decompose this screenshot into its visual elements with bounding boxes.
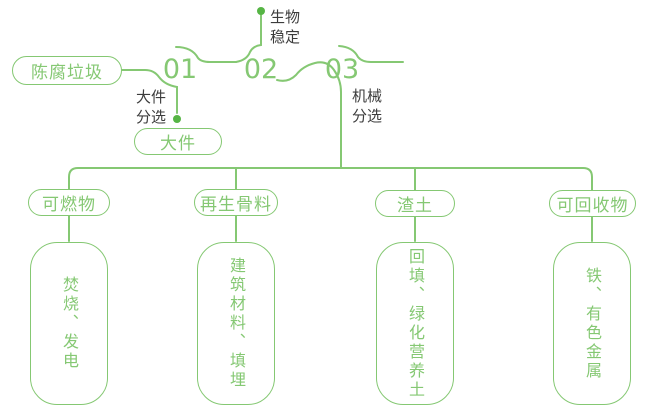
root-pill-label: 陈腐垃圾 (31, 63, 103, 83)
large-item-label: 大件 (160, 134, 196, 154)
bio-branch-dot (257, 7, 265, 15)
category-label: 可燃物 (42, 195, 96, 215)
category-pill-slag: 渣土 (375, 190, 455, 217)
line-root-to-step1 (121, 69, 178, 114)
line-bio-branch (235, 14, 262, 63)
result-text: 建筑材料、填埋 (227, 257, 246, 390)
category-pill-combustible: 可燃物 (28, 189, 110, 216)
category-pill-recycled-aggregate: 再生骨料 (194, 189, 278, 216)
line-step2-to-step3-and-drop (276, 61, 342, 169)
result-box-incineration: 焚烧、发电 (30, 242, 108, 405)
label-bulky-sorting: 大件 分选 (136, 88, 167, 126)
arc-step3-and-exit-line (338, 45, 404, 63)
label-biological-stabilization: 生物 稳定 (270, 8, 301, 46)
result-box-backfill: 回填、绿化营养土 (376, 242, 454, 405)
result-text: 焚烧、发电 (60, 276, 79, 371)
result-text: 回填、绿化营养土 (406, 247, 425, 400)
step-number-02: 02 (243, 54, 279, 85)
category-label: 再生骨料 (200, 195, 272, 215)
bottom-connector (68, 167, 593, 191)
result-text: 铁、有色金属 (583, 266, 602, 381)
large-item-dot (173, 115, 181, 123)
result-box-metals: 铁、有色金属 (553, 242, 631, 405)
step-number-03: 03 (324, 54, 360, 85)
step-number-01: 01 (162, 54, 198, 85)
arc-step1-and-line (175, 46, 237, 63)
label-mechanical-sorting: 机械 分选 (352, 87, 383, 125)
category-label: 可回收物 (556, 196, 629, 216)
result-box-building-material: 建筑材料、填埋 (197, 242, 275, 405)
category-pill-recyclable: 可回收物 (549, 190, 636, 217)
root-pill-aged-waste: 陈腐垃圾 (12, 56, 122, 85)
large-item-pill: 大件 (134, 128, 222, 155)
category-label: 渣土 (397, 196, 433, 216)
